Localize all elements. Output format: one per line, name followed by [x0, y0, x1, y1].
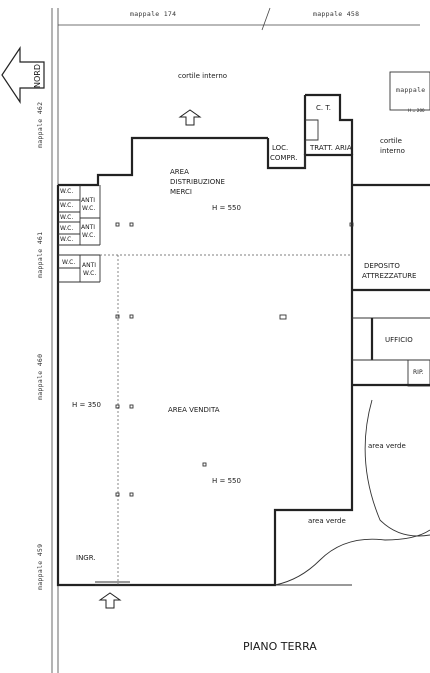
label-anti-2b: W.C. [82, 232, 95, 239]
label-area-verde-1: area verde [368, 442, 406, 450]
entry-arrow-bottom-icon [98, 592, 122, 609]
label-interno-right: interno [380, 147, 405, 155]
label-rip-small: H = 200 [408, 108, 425, 113]
label-anti-3a: ANTI [82, 262, 96, 269]
drawing-title: PIANO TERRA [243, 640, 317, 653]
property-lines [51, 7, 430, 673]
label-anti-3b: W.C. [83, 270, 96, 277]
label-wc-4: W.C. [60, 225, 73, 232]
label-attrezzature: ATTREZZATURE [362, 272, 416, 280]
label-anti-1a: ANTI [81, 197, 95, 204]
label-ct: C. T. [316, 104, 331, 112]
green-area [274, 399, 430, 586]
neighbor-right-top: mappale [396, 86, 426, 94]
label-tratt-aria: TRATT. ARIA [309, 144, 352, 152]
label-area-dist-1: AREA [170, 168, 189, 176]
building-outline [56, 93, 430, 587]
label-wc-6: W.C. [62, 259, 75, 266]
neighbor-left-2: mappale 461 [36, 232, 44, 278]
neighbor-left-1: mappale 462 [36, 102, 44, 148]
neighbor-left-3: mappale 460 [36, 354, 44, 400]
label-deposito: DEPOSITO [364, 262, 400, 270]
north-label: NORD [33, 64, 42, 88]
label-wc-2: W.C. [60, 202, 73, 209]
label-ingr: INGR. [76, 554, 96, 562]
neighbor-left-4: mappale 459 [36, 544, 44, 590]
label-ufficio: UFFICIO [385, 336, 413, 344]
label-h550-bottom: H = 550 [212, 477, 241, 485]
label-wc-5: W.C. [60, 236, 73, 243]
columns [115, 222, 354, 497]
neighbor-top-right: mappale 458 [313, 10, 359, 18]
label-anti-2a: ANTI [81, 224, 95, 231]
neighbor-top-left: mappale 174 [130, 10, 176, 18]
label-anti-1b: W.C. [82, 205, 95, 212]
entry-arrow-top-icon [178, 109, 202, 126]
label-cortile-right: cortile [380, 137, 402, 145]
label-area-vendita: AREA VENDITA [168, 406, 220, 414]
label-area-dist-3: MERCI [170, 188, 192, 196]
label-wc-1: W.C. [60, 188, 73, 195]
label-h550-top: H = 550 [212, 204, 241, 212]
label-area-verde-2: area verde [308, 517, 346, 525]
label-cortile-interno: cortile interno [178, 72, 227, 80]
label-area-dist-2: DISTRIBUZIONE [170, 178, 225, 186]
label-wc-3: W.C. [60, 214, 73, 221]
label-rip: RIP. [413, 369, 424, 376]
north-arrow-icon [1, 46, 45, 104]
label-compr: COMPR. [270, 154, 298, 162]
label-h350: H = 350 [72, 401, 101, 409]
label-loc: LOC. [272, 144, 288, 152]
